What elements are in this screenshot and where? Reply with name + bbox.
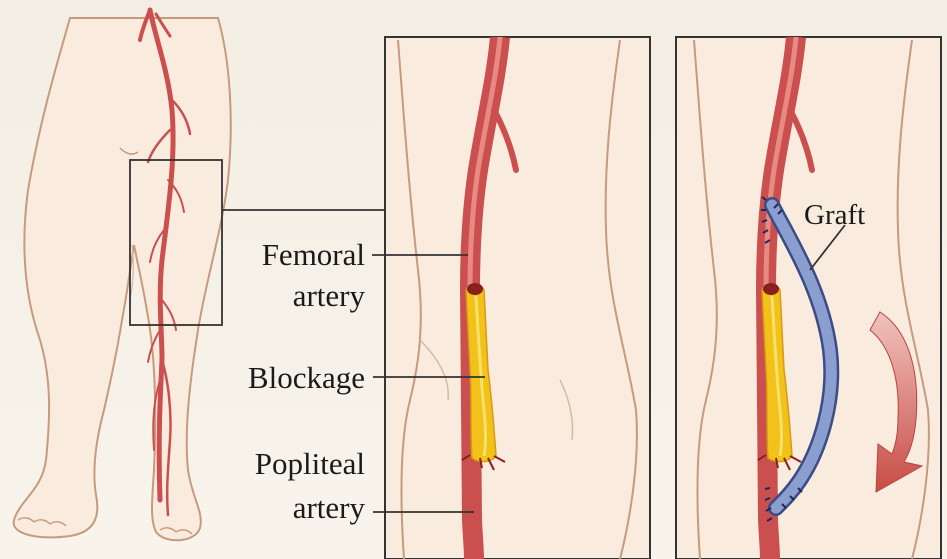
graft-panel — [676, 37, 941, 559]
graft-blockage-opening — [763, 283, 779, 295]
popliteal-label-line2: artery — [293, 490, 366, 525]
blockage-label: Blockage — [248, 360, 365, 395]
femoral-label-line2: artery — [293, 278, 366, 313]
graft-label: Graft — [804, 199, 865, 231]
femoral-label-line1: Femoral — [262, 237, 365, 272]
blockage-top-opening — [467, 283, 483, 295]
popliteal-label-line1: Popliteal — [255, 446, 365, 481]
blockage-panel — [372, 37, 650, 559]
